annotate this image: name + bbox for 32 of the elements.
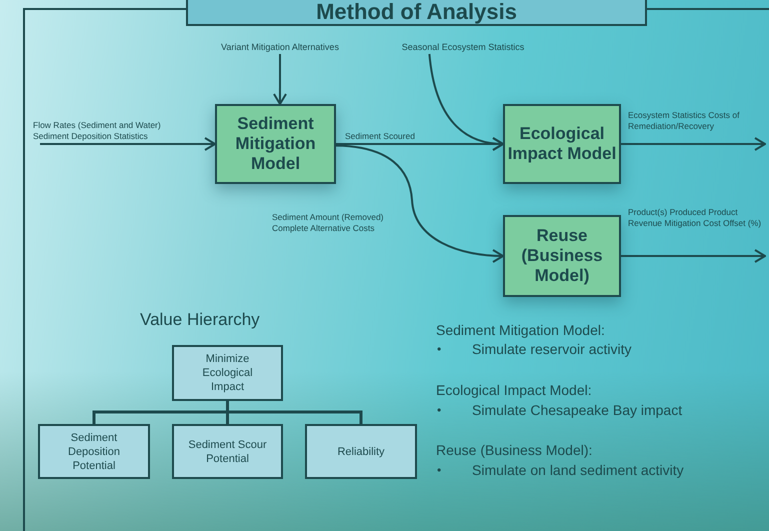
model-box: Reuse (Business Model) <box>503 215 621 297</box>
bullet-item: Simulate on land sediment activity <box>472 462 684 478</box>
input-label: Seasonal Ecosystem Statistics <box>383 40 543 54</box>
model-box: Ecological Impact Model <box>503 104 621 184</box>
title-banner: Method of Analysis <box>186 0 647 26</box>
arrow <box>621 137 766 151</box>
value-box: Minimize Ecological Impact <box>172 345 283 401</box>
arrow <box>40 137 216 151</box>
model-box: Sediment Mitigation Model <box>215 104 336 184</box>
bullet-item: Simulate reservoir activity <box>472 341 632 357</box>
connector-line <box>226 401 362 424</box>
edge-label: Ecosystem Statistics Costs of Remediation/Recovery <box>628 110 740 132</box>
edge-label: Sediment Scoured <box>345 131 416 142</box>
arrow <box>621 249 766 263</box>
value-box: Reliability <box>305 424 417 479</box>
edge-label: Sediment Amount (Removed) Complete Alternative Costs <box>272 212 384 234</box>
section-heading: Value Hierarchy <box>140 310 260 330</box>
value-box: Sediment Deposition Potential <box>38 424 150 479</box>
bullet-mark: • <box>437 402 442 418</box>
arrow <box>272 54 287 105</box>
model-description-heading: Ecological Impact Model: <box>436 382 592 398</box>
arrow <box>336 137 504 151</box>
edge-label: Flow Rates (Sediment and Water) Sediment Deposition Statistics <box>33 120 162 142</box>
arrow <box>336 144 504 263</box>
edge-label: Product(s) Produced Product Revenue Mitigation Cost Offset (%) <box>628 207 762 229</box>
value-box: Sediment Scour Potential <box>172 424 283 479</box>
model-description-heading: Reuse (Business Model): <box>436 442 592 458</box>
input-label: Variant Mitigation Alternatives <box>210 40 350 54</box>
bullet-mark: • <box>437 341 442 357</box>
model-description-heading: Sediment Mitigation Model: <box>436 322 605 338</box>
bullet-item: Simulate Chesapeake Bay impact <box>472 402 682 418</box>
bullet-mark: • <box>437 462 442 478</box>
